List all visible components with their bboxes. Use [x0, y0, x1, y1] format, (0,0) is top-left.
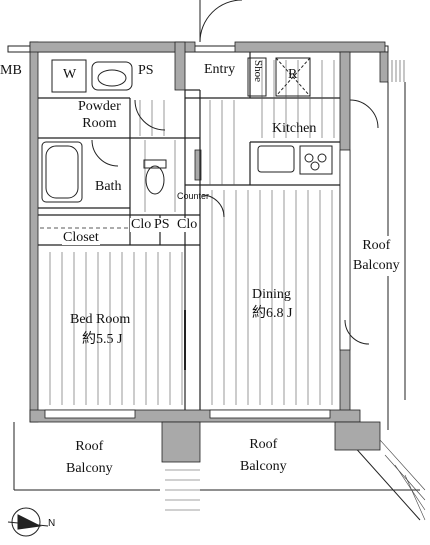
- fridge: [275, 57, 311, 97]
- washer: [51, 59, 87, 93]
- label-clo-left: Clo: [130, 217, 153, 232]
- label-north: N: [48, 518, 56, 529]
- bedroom-floor-stripes: [49, 252, 183, 405]
- label-kitchen: Kitchen: [272, 121, 317, 136]
- label-bath: Bath: [95, 179, 122, 194]
- kitchen-sink: [257, 145, 295, 173]
- shoe-cabinet: [247, 57, 267, 97]
- toilet: [145, 165, 165, 195]
- label-washer: W: [63, 67, 77, 82]
- balcony-hatching: [165, 60, 426, 521]
- label-powder-room: Powder Room: [78, 99, 121, 131]
- dining-floor-stripes: [211, 190, 333, 405]
- label-clo-right: Clo: [176, 217, 199, 232]
- fixtures: [41, 57, 333, 203]
- door-swings: [91, 0, 379, 370]
- vanity-sink: [91, 61, 133, 91]
- label-roof-balcony-bottom-mid: Roof Balcony: [240, 437, 287, 474]
- label-closet: Closet: [62, 230, 100, 245]
- label-ps-top: PS: [138, 63, 154, 78]
- north-compass-icon: [7, 507, 49, 537]
- label-roof-balcony-bottom-left: Roof Balcony: [66, 439, 113, 476]
- label-bed-area: 約5.5 J: [82, 332, 123, 347]
- windows: [44, 149, 351, 419]
- label-refrigerator: R: [288, 67, 298, 82]
- label-dining: Dining: [252, 287, 291, 302]
- kitchen-floor-stripes: [209, 60, 335, 185]
- label-shoe: Shoe: [252, 60, 264, 82]
- bathtub: [41, 141, 83, 203]
- powder-floor-stripes: [139, 100, 176, 212]
- label-roof-balcony-right: Roof Balcony: [352, 236, 401, 276]
- label-dining-area: 約6.8 J: [252, 306, 293, 321]
- label-bed-room: Bed Room: [70, 312, 131, 327]
- stove: [299, 145, 333, 175]
- label-ps-mid: PS: [153, 217, 171, 232]
- label-mb: MB: [0, 63, 22, 78]
- label-counter: Counter: [177, 191, 210, 201]
- label-entry: Entry: [204, 62, 236, 77]
